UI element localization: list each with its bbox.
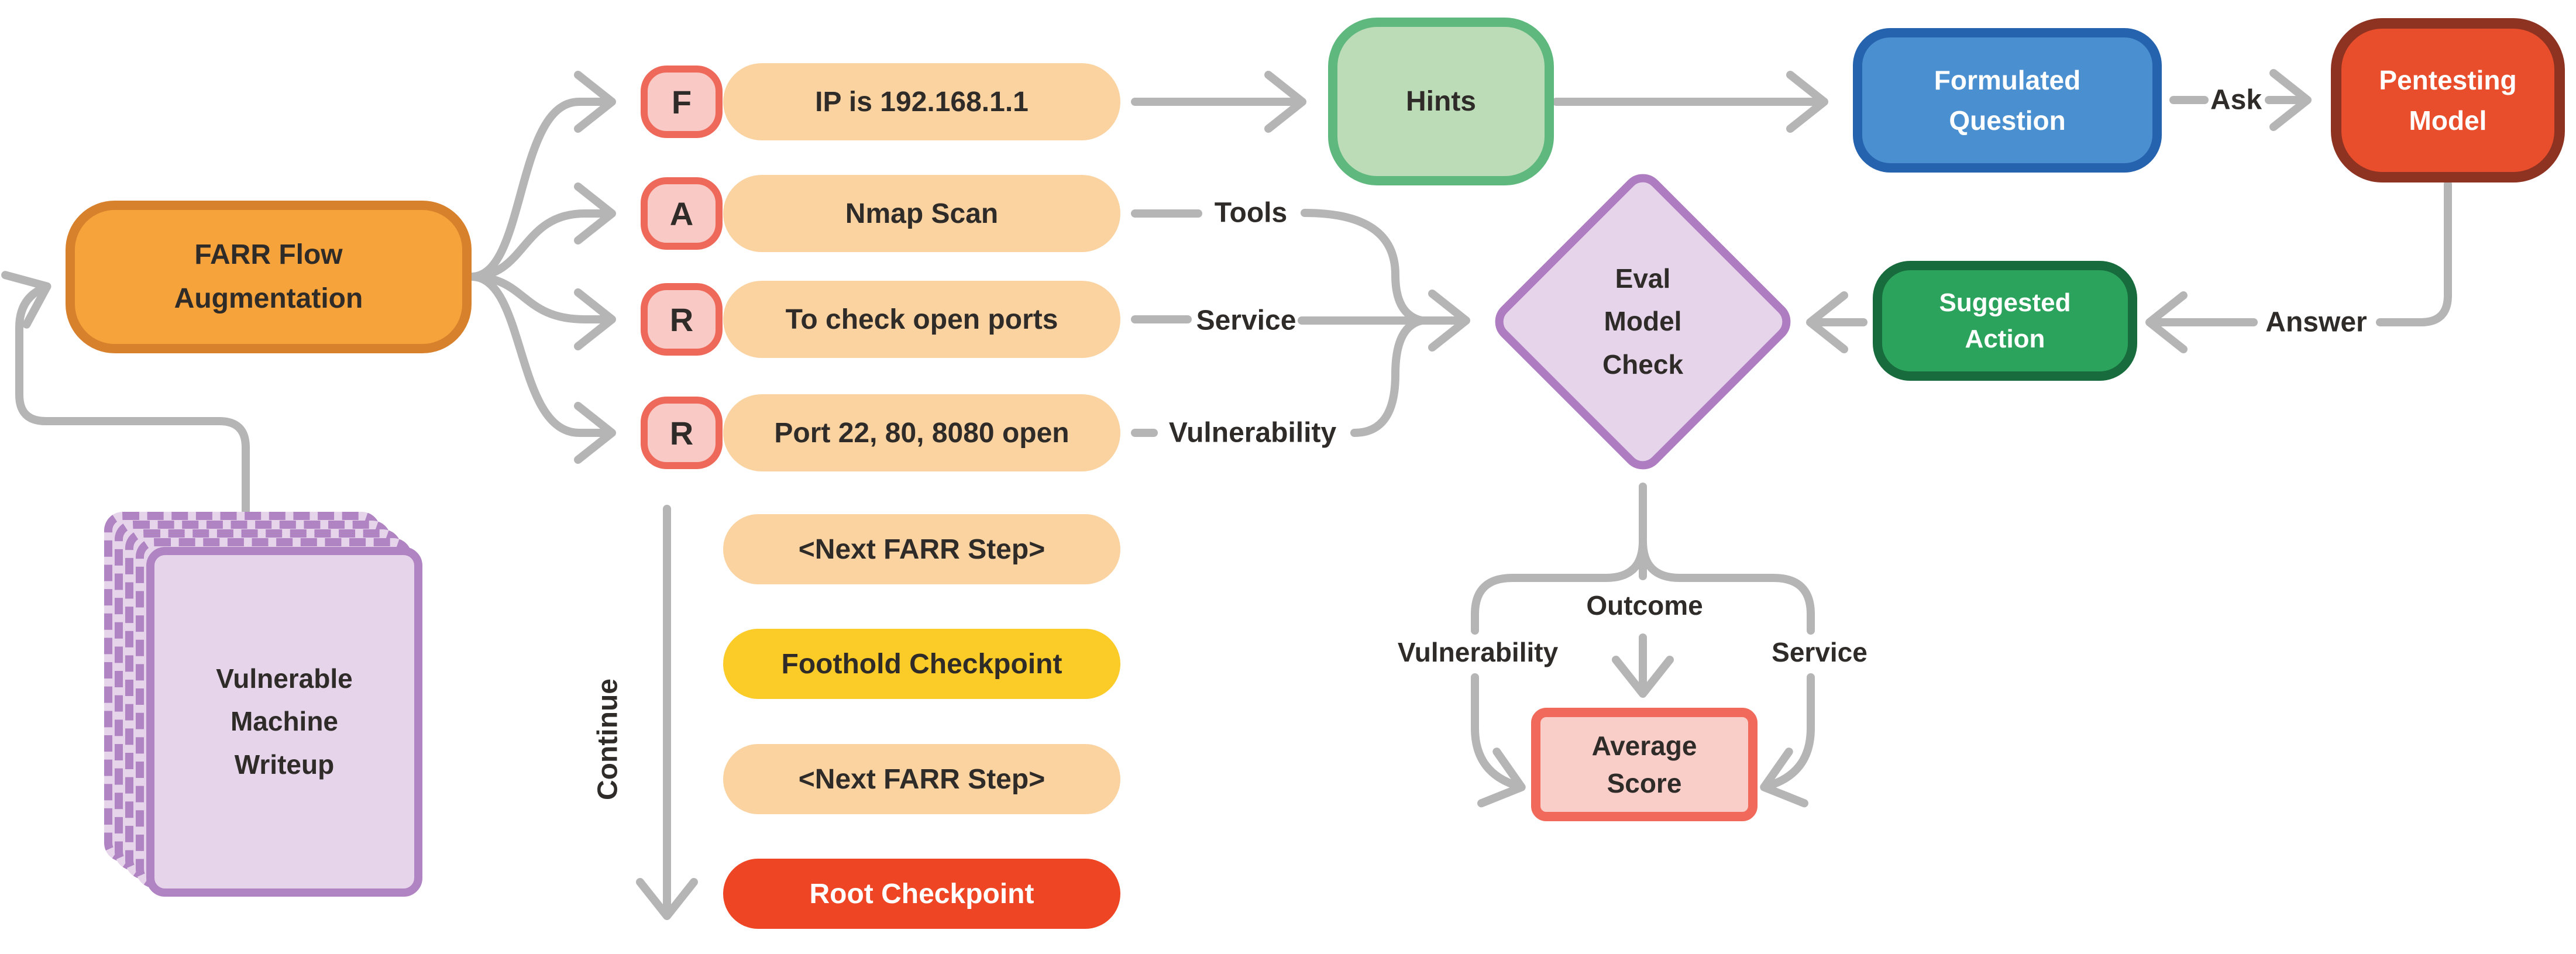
root-checkpoint-label: Root Checkpoint <box>809 878 1034 910</box>
next-farr-step-2: <Next FARR Step> <box>723 744 1120 814</box>
outcome-label: Outcome <box>1586 590 1703 621</box>
tag-vulnerability-label: Vulnerability <box>1168 417 1337 449</box>
badge-letter-a: A <box>669 195 694 232</box>
eval-model-check-label: Eval Model Check <box>1602 263 1684 380</box>
root-checkpoint: Root Checkpoint <box>723 859 1120 929</box>
farr-badge-f: F <box>641 66 723 138</box>
foothold-checkpoint-label: Foothold Checkpoint <box>781 648 1062 680</box>
farr-step-ip: IP is 192.168.1.1 <box>723 63 1120 140</box>
farr-badge-a: A <box>641 177 723 250</box>
continue-label: Continue <box>592 679 624 800</box>
formulated-question-node: Formulated Question <box>1853 28 2162 173</box>
tag-tools-label: Tools <box>1214 197 1288 229</box>
vulnerability-branch-label: Vulnerability <box>1397 637 1559 667</box>
farr-step-ports-check: To check open ports <box>723 281 1120 358</box>
farr-flow-augmentation-node: FARR Flow Augmentation <box>66 201 472 353</box>
writeup-stack-node: Vulnerable Machine Writeup <box>146 547 422 897</box>
farr-flow-augmentation-label: FARR Flow Augmentation <box>174 239 363 314</box>
pentesting-model-label: Pentesting Model <box>2379 64 2517 136</box>
farr-step-ports-open: Port 22, 80, 8080 open <box>723 394 1120 471</box>
average-score-node: Average Score <box>1531 708 1758 821</box>
farr-step-nmap: Nmap Scan <box>723 175 1120 252</box>
hints-node: Hints <box>1328 18 1554 185</box>
farr-step-ip-label: IP is 192.168.1.1 <box>815 86 1029 118</box>
badge-letter-f: F <box>671 83 692 120</box>
tag-service-label: Service <box>1196 305 1296 336</box>
badge-letter-r2: R <box>669 414 694 452</box>
next-farr-step-1: <Next FARR Step> <box>723 514 1120 584</box>
service-branch-label: Service <box>1772 637 1867 667</box>
hints-label: Hints <box>1406 86 1476 117</box>
suggested-action-label: Suggested Action <box>1939 288 2071 353</box>
answer-label: Answer <box>2265 306 2367 338</box>
badge-letter-r1: R <box>669 301 694 338</box>
farr-step-ports-check-label: To check open ports <box>785 304 1058 335</box>
farr-step-nmap-label: Nmap Scan <box>845 198 999 229</box>
next-farr-step-1-label: <Next FARR Step> <box>798 533 1045 565</box>
suggested-action-node: Suggested Action <box>1873 261 2137 381</box>
writeup-stack-label: Vulnerable Machine Writeup <box>216 663 353 780</box>
farr-step-ports-open-label: Port 22, 80, 8080 open <box>774 417 1069 449</box>
average-score-label: Average Score <box>1591 730 1697 798</box>
pentesting-model-node: Pentesting Model <box>2331 18 2565 182</box>
foothold-checkpoint: Foothold Checkpoint <box>723 629 1120 699</box>
farr-badge-r2: R <box>641 397 723 469</box>
ask-label: Ask <box>2210 84 2262 116</box>
next-farr-step-2-label: <Next FARR Step> <box>798 763 1045 795</box>
farr-badge-r1: R <box>641 283 723 356</box>
formulated-question-label: Formulated Question <box>1934 64 2081 136</box>
